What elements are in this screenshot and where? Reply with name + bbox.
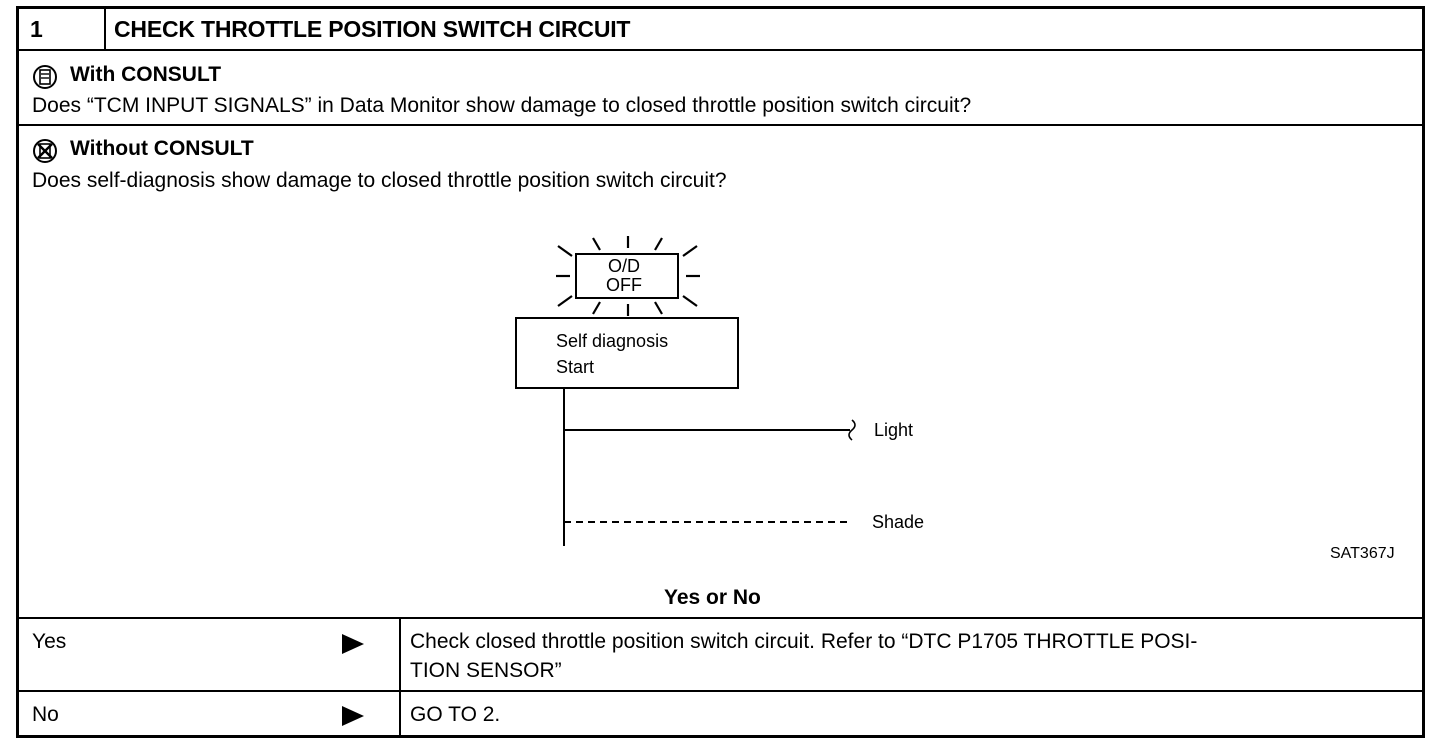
shade-label: Shade	[872, 512, 925, 532]
lamp-label-od: O/D	[608, 256, 641, 276]
figure-ref-code: SAT367J	[1330, 545, 1395, 562]
header-bottom-line	[16, 49, 1425, 51]
step-title: CHECK THROTTLE POSITION SWITCH CIRCUIT	[114, 16, 631, 42]
answer-no-arrow	[342, 706, 364, 726]
answer-yes-arrow	[342, 634, 364, 654]
consult-icon	[33, 65, 57, 89]
without-consult-heading: Without CONSULT	[70, 137, 254, 160]
lamp-rays	[556, 236, 700, 316]
self-diagnosis-box	[515, 317, 739, 389]
light-break-mark	[848, 419, 856, 441]
answer-yes-action-line2: TION SENSOR”	[410, 659, 562, 682]
lamp-label-off: OFF	[606, 275, 642, 295]
answer-yes-label: Yes	[32, 630, 67, 653]
with-consult-question: Does “TCM INPUT SIGNALS” in Data Monitor…	[32, 94, 972, 117]
od-off-lamp	[575, 253, 679, 299]
self-diagnosis-diagram	[515, 236, 856, 546]
header-divider	[104, 6, 106, 51]
step-number: 1	[30, 16, 43, 42]
answer-yes-action-line1: Check closed throttle position switch ci…	[410, 630, 1198, 653]
with-consult-heading: With CONSULT	[70, 63, 222, 86]
start-label: Start	[556, 357, 595, 377]
answer-no-label: No	[32, 703, 59, 726]
no-consult-icon	[33, 139, 57, 163]
section-divider-1	[16, 124, 1425, 126]
answer-column-divider	[399, 617, 401, 738]
procedure-table	[16, 6, 1425, 738]
answer-no-action: GO TO 2.	[410, 703, 501, 726]
yes-or-no-prompt: Yes or No	[664, 586, 761, 609]
without-consult-question: Does self-diagnosis show damage to close…	[32, 169, 727, 192]
section-divider-2	[16, 617, 1425, 619]
light-label: Light	[874, 420, 914, 440]
answer-row-divider	[16, 690, 1425, 692]
self-diagnosis-label: Self diagnosis	[556, 331, 669, 351]
